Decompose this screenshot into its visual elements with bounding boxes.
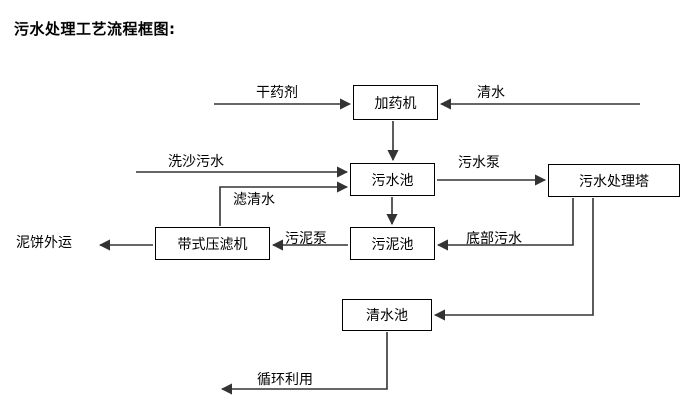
node-label: 带式压滤机: [177, 236, 248, 253]
edge-label-recycle-reuse: 循环利用: [257, 372, 313, 388]
node-wastewater-pool[interactable]: 污水池: [350, 163, 435, 196]
node-label: 污水处理塔: [579, 173, 649, 190]
edge-bottom-wastewater-to-sludge-pool: [436, 198, 574, 251]
node-treatment-tower[interactable]: 污水处理塔: [548, 164, 680, 197]
edge-label-bottom-wastewater: 底部污水: [466, 231, 522, 247]
edge-label-filtered-clear-water: 滤清水: [233, 192, 275, 208]
edge-filtered-water-to-wastewater-pool: [219, 181, 349, 226]
node-label: 加药机: [374, 95, 417, 112]
edge-label-sludge-pump: 污泥泵: [285, 231, 327, 247]
node-label: 污水池: [371, 172, 414, 189]
node-dosing-machine[interactable]: 加药机: [353, 85, 438, 120]
edge-label-mud-cake-out: 泥饼外运: [16, 235, 72, 251]
edge-label-sewage-pump: 污水泵: [458, 155, 500, 171]
node-sludge-pool[interactable]: 污泥池: [350, 227, 435, 260]
edge-label-sand-wash-wastewater: 洗沙污水: [168, 154, 224, 170]
page-title: 污水处理工艺流程框图:: [14, 20, 176, 38]
edge-treatment-tower-to-clean-water-pool: [433, 198, 594, 321]
node-label: 污泥池: [371, 236, 414, 253]
edge-clean-water-pool-to-recycle: [220, 332, 388, 395]
node-belt-filter-press[interactable]: 带式压滤机: [155, 227, 270, 260]
edge-label-dry-chemical: 干药剂: [256, 85, 298, 101]
node-label: 清水池: [366, 308, 408, 324]
node-clean-water-pool[interactable]: 清水池: [342, 299, 432, 331]
edge-label-clean-water-in: 清水: [477, 85, 505, 101]
